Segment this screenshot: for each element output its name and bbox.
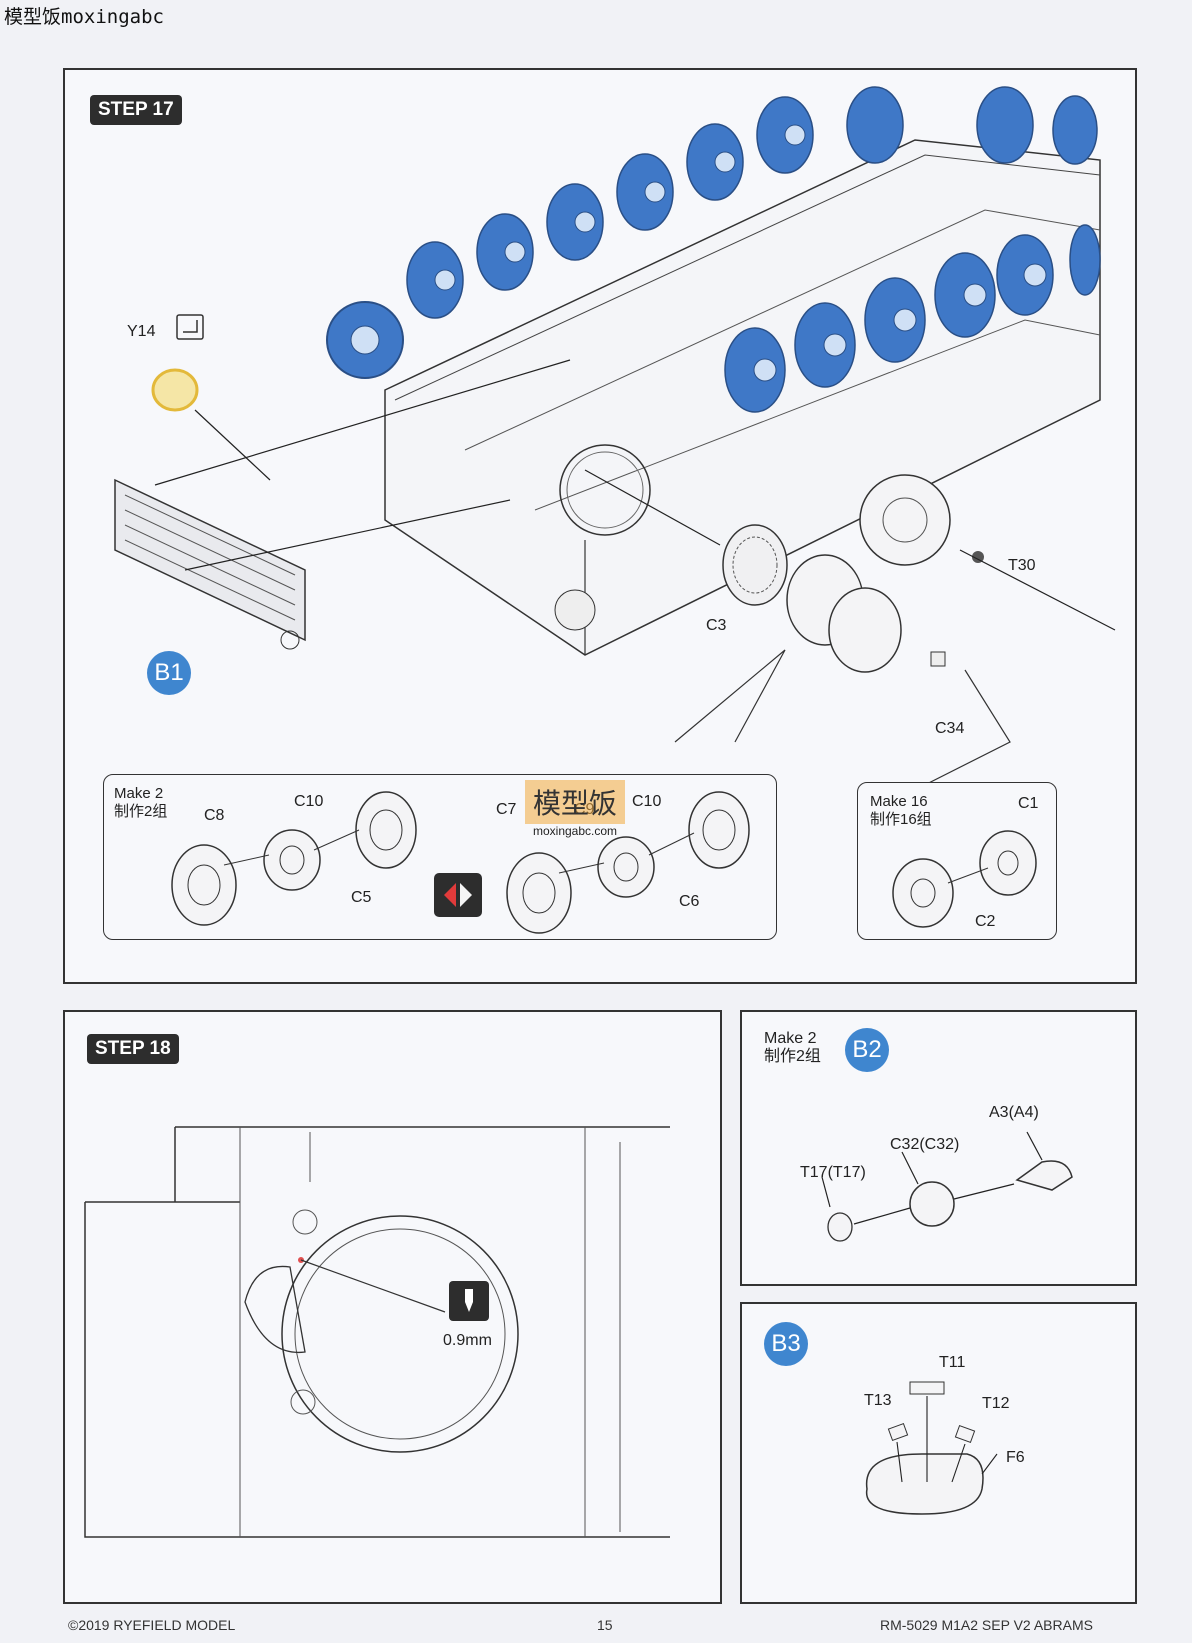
step17-panel: STEP 17 xyxy=(63,68,1137,984)
drill-size-label: 0.9mm xyxy=(443,1332,492,1349)
b3-parts-drawing xyxy=(865,1381,998,1515)
label-c1: C1 xyxy=(1018,795,1039,812)
label-y14: Y14 xyxy=(127,323,156,340)
subassembly-b2-badge: B2 xyxy=(845,1028,889,1072)
label-c10-b: C10 xyxy=(632,793,662,810)
label-c34: C34 xyxy=(935,720,965,737)
label-a3-a4: A3(A4) xyxy=(989,1104,1039,1121)
step18-panel: STEP 18 0.9mm xyxy=(63,1010,722,1604)
label-f6: F6 xyxy=(1006,1449,1025,1466)
watermark: 模型饭moxingabc xyxy=(4,6,164,28)
road-wheel-parts-drawing xyxy=(892,830,1037,928)
label-c6: C6 xyxy=(679,893,700,910)
label-c3: C3 xyxy=(706,617,727,634)
label-c8: C8 xyxy=(204,807,225,824)
label-c7: C7 xyxy=(496,801,517,818)
step17-badge: STEP 17 xyxy=(90,95,182,125)
subassembly-b3-badge: B3 xyxy=(764,1322,808,1366)
footer-product: RM-5029 M1A2 SEP V2 ABRAMS xyxy=(880,1617,1093,1633)
label-c10-a: C10 xyxy=(294,793,324,810)
hull-floor-drawing xyxy=(84,1126,670,1538)
sprocket-parts-drawing xyxy=(171,791,750,934)
label-c32: C32(C32) xyxy=(890,1136,960,1153)
label-t11: T11 xyxy=(939,1354,966,1371)
label-t13: T13 xyxy=(864,1392,892,1409)
subassembly-b1-badge: B1 xyxy=(147,651,191,695)
b3-panel: B3 T11 T13 T12 F6 xyxy=(740,1302,1137,1604)
step18-badge: STEP 18 xyxy=(87,1034,179,1064)
footer-page-number: 15 xyxy=(597,1617,613,1633)
watermark-stamp: 模型饭 moxingabc.com xyxy=(525,780,626,838)
footer-copyright: ©2019 RYEFIELD MODEL xyxy=(68,1617,236,1633)
b2-parts-drawing xyxy=(821,1131,1073,1242)
label-t30: T30 xyxy=(1008,557,1036,574)
label-t17: T17(T17) xyxy=(800,1164,866,1181)
label-t12: T12 xyxy=(982,1395,1010,1412)
label-c2: C2 xyxy=(975,913,996,930)
label-c5: C5 xyxy=(351,889,372,906)
hull-assembly-drawing xyxy=(114,86,1116,801)
